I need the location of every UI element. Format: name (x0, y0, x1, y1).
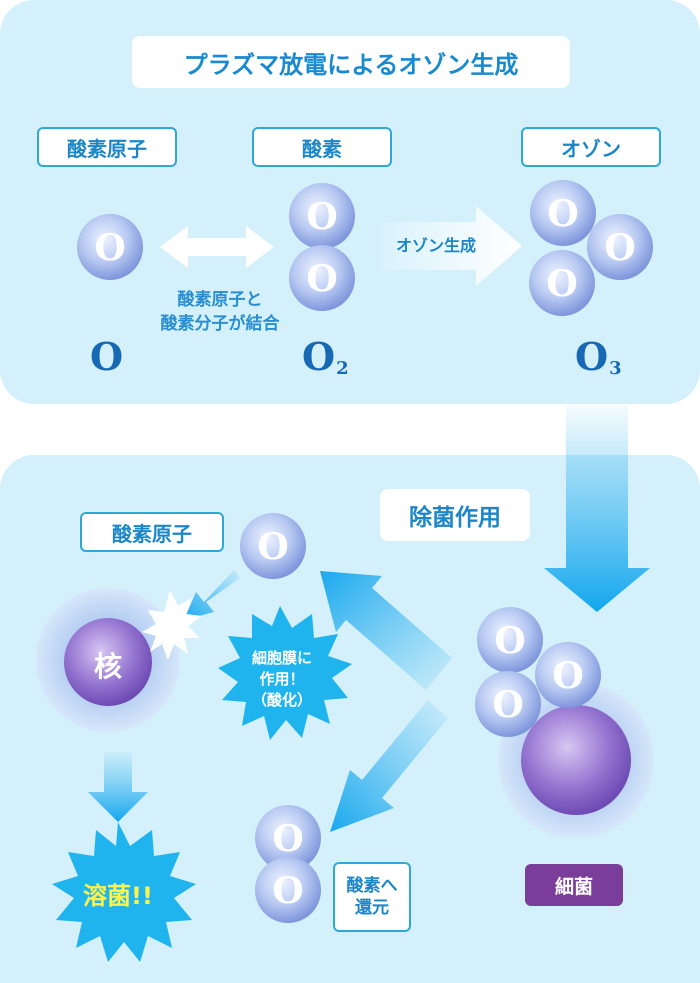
atom-reduced-lower (255, 857, 321, 923)
bacteria-badge: 細菌 (525, 864, 623, 906)
atom-single-letter: O (94, 227, 125, 269)
page-title: プラズマ放電によるオゾン生成 (132, 36, 570, 88)
atom-reduced-upper-letter: O (272, 818, 303, 860)
formula-o2-base: O (302, 334, 336, 379)
formula-o: O (90, 334, 124, 379)
membrane-action-line-3: （酸化） (251, 691, 312, 709)
atom-bact-bottom (475, 671, 541, 737)
atom-reduced-upper (255, 805, 321, 871)
atom-free-oxygen (240, 513, 306, 579)
label-oxygen: 酸素 (252, 127, 392, 167)
arrow-to-lysis (88, 752, 148, 822)
sterilization-heading: 除菌作用 (380, 489, 530, 541)
membrane-action-line-1: 細胞膜に (251, 649, 312, 667)
membrane-action-burst (218, 606, 352, 740)
atom-bact-top (477, 607, 543, 673)
membrane-action-line-2: 作用！ (259, 670, 305, 688)
atom-o3-bottom-letter: O (546, 263, 577, 305)
atom-o3-right-letter: O (604, 227, 635, 269)
ozone-generation-arrow (380, 206, 522, 286)
arrow-to-oxygen-molecule (330, 700, 448, 832)
atom-bact-bottom-letter: O (492, 684, 523, 726)
bacteria-nucleus (521, 705, 631, 815)
atom-o2-upper (289, 183, 355, 249)
nucleus-label: 核 (93, 650, 122, 683)
double-arrow (160, 226, 274, 268)
down-arrow-to-bacteria (544, 405, 650, 612)
bond-caption: 酸素原子と 酸素分子が結合 (140, 288, 300, 336)
reduce-to-oxygen-label: 酸素へ 還元 (333, 862, 411, 932)
atom-bact-right (535, 642, 601, 708)
membrane-impact-burst (142, 590, 202, 660)
formula-o3: O3 (575, 334, 622, 379)
formula-o2-sub: 2 (336, 358, 349, 379)
atom-o2-upper-letter: O (306, 196, 337, 238)
reduce-line-1: 酸素へ (346, 876, 398, 896)
lysis-text: 溶菌!! (83, 882, 153, 910)
atom-reduced-lower-letter: O (272, 870, 303, 912)
atom-o3-top (530, 180, 596, 246)
formula-o2: O2 (302, 334, 349, 379)
atom-single (77, 214, 143, 280)
reduce-line-2: 還元 (355, 898, 389, 918)
atom-o2-lower (289, 245, 355, 311)
label-oxygen-atom-bottom: 酸素原子 (80, 512, 224, 552)
nucleus (64, 618, 152, 706)
label-ozone: オゾン (521, 127, 661, 167)
formula-o3-base: O (575, 334, 609, 379)
label-oxygen-atom: 酸素原子 (37, 127, 177, 167)
atom-free-oxygen-letter: O (257, 526, 288, 568)
atom-bact-right-letter: O (552, 655, 583, 697)
atom-o3-top-letter: O (547, 193, 578, 235)
lysis-burst (52, 822, 196, 962)
ozone-generation-caption: オゾン生成 (395, 236, 476, 255)
atom-bact-top-letter: O (494, 620, 525, 662)
bond-caption-line-2: 酸素分子が結合 (160, 314, 280, 334)
arrow-to-membrane (184, 570, 240, 620)
atom-o3-right (587, 214, 653, 280)
membrane-action-text: 細胞膜に 作用！ （酸化） (232, 648, 332, 711)
arrow-to-oxygen-atom (320, 571, 452, 690)
atom-o2-lower-letter: O (306, 258, 337, 300)
formula-o3-sub: 3 (609, 358, 622, 379)
bond-caption-line-1: 酸素原子と (177, 290, 263, 310)
atom-o3-bottom (529, 250, 595, 316)
